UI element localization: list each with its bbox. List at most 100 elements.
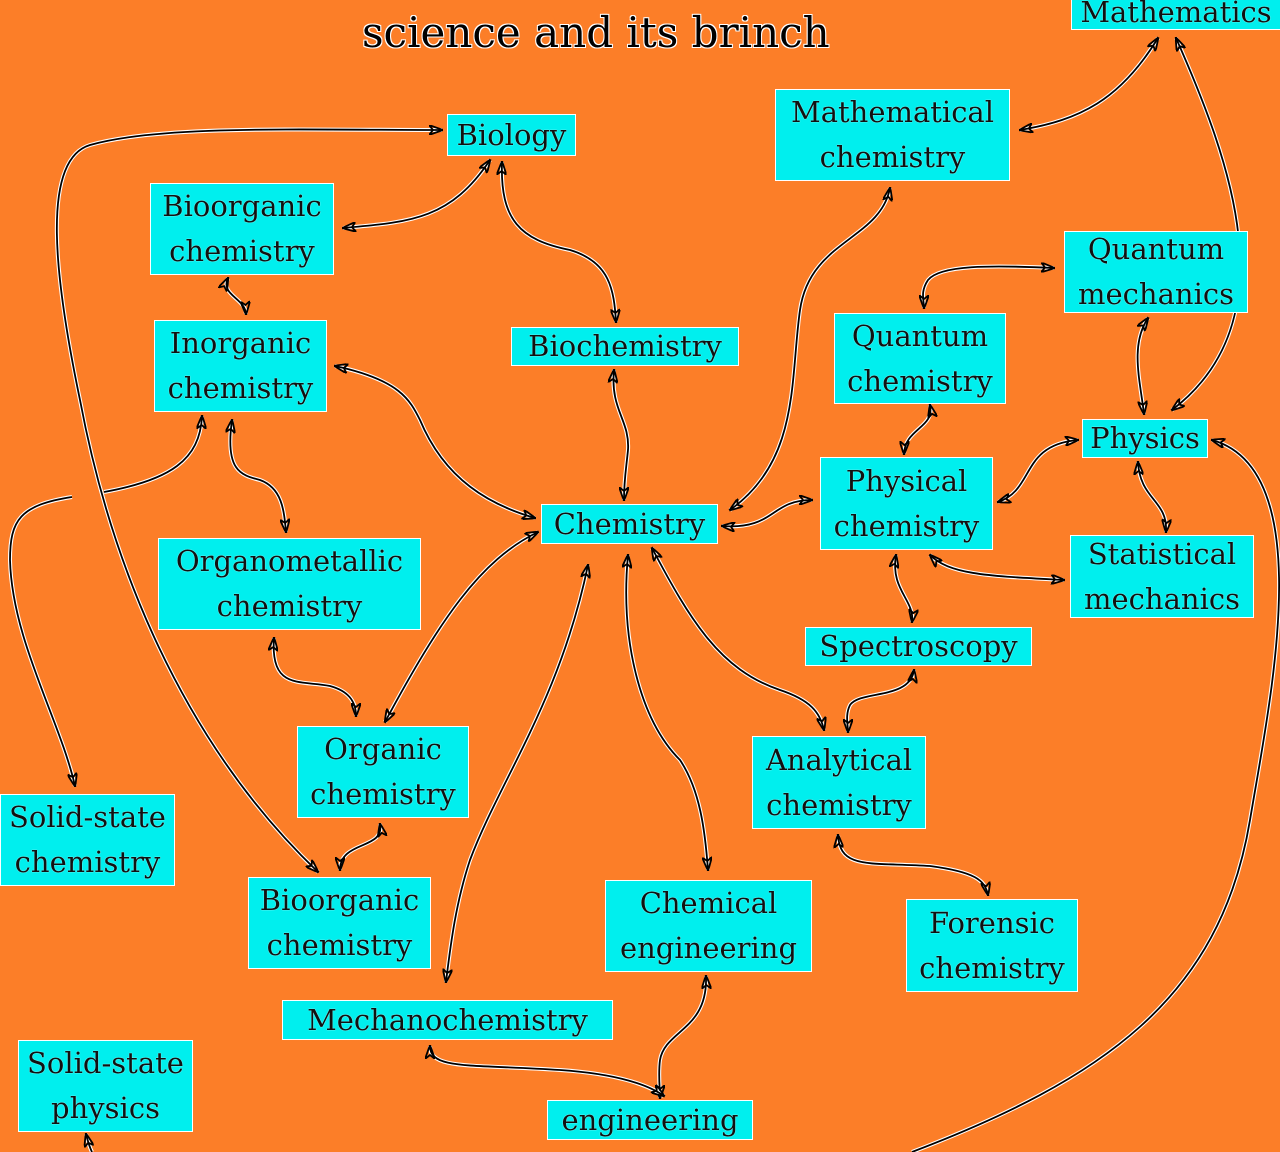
edge-biochemistry-chemistry	[613, 370, 628, 500]
node-label: chemistry	[766, 787, 912, 822]
node-label: engineering	[561, 1102, 739, 1137]
node-chemistry: Chemistry	[541, 504, 718, 544]
node-label: chemistry	[167, 371, 314, 405]
edge-qchem-physchem	[904, 405, 931, 454]
edge-physchem-chemistry	[722, 500, 812, 526]
edge-spectroscopy-analytical	[847, 670, 914, 732]
edge-inorganic-solidstate-b	[7, 495, 77, 787]
node-engineering: engineering	[547, 1100, 753, 1140]
node-forensic-chemistry: Forensic chemistry	[906, 899, 1078, 992]
edge-qm-physics	[1138, 318, 1148, 414]
node-label: Quantum	[1087, 232, 1225, 266]
node-label: Mathematics	[1080, 0, 1272, 29]
edge-physics-statmech	[1138, 462, 1166, 532]
edge-biology-bioorganic-top	[343, 160, 490, 228]
edge-physchem-physics	[998, 440, 1078, 502]
node-label: chemistry	[14, 845, 161, 879]
edge-physchem-spectroscopy	[895, 555, 912, 622]
node-label: Analytical	[765, 742, 913, 777]
edge-inorganic-organometallic	[230, 420, 286, 532]
edge-chemistry-analytical	[652, 548, 824, 730]
node-organic-chemistry: Organic chemistry	[297, 726, 469, 818]
node-bioorganic-chemistry-top: Bioorganic chemistry	[150, 183, 334, 275]
diagram-title: science and its brinch	[362, 8, 830, 57]
edge-organometallic-organic	[274, 638, 356, 716]
node-label: Solid-state	[9, 800, 166, 834]
node-label: chemistry	[919, 950, 1065, 985]
node-label: Organometallic	[175, 544, 404, 578]
node-label: Biochemistry	[528, 329, 722, 363]
node-label: Inorganic	[169, 326, 312, 360]
edge-mechanochem-engineering	[428, 1045, 666, 1098]
node-bioorganic-chemistry-bottom: Bioorganic chemistry	[248, 877, 431, 969]
node-label: engineering	[619, 931, 798, 965]
node-label: mechanics	[1084, 581, 1240, 616]
node-statistical-mechanics: Statistical mechanics	[1070, 535, 1254, 618]
node-organometallic-chemistry: Organometallic chemistry	[158, 538, 421, 630]
node-label: Organic	[324, 732, 442, 766]
edge-inorganic-solidstate-b	[9, 496, 75, 786]
node-physical-chemistry: Physical chemistry	[820, 457, 993, 550]
node-biochemistry: Biochemistry	[511, 327, 739, 366]
node-label: Chemical	[639, 886, 778, 920]
node-label: chemistry	[169, 234, 315, 268]
node-label: Bioorganic	[162, 189, 322, 223]
edge-physchem-statmech	[930, 555, 1064, 580]
node-label: Spectroscopy	[819, 629, 1018, 663]
node-label: Statistical	[1087, 536, 1237, 571]
edge-bioorganic-inorganic	[224, 277, 248, 315]
edge-physchem-spectroscopy	[893, 554, 915, 623]
node-label: Mathematical	[791, 95, 994, 129]
node-label: chemistry	[819, 140, 966, 174]
edge-analytical-forensic	[838, 835, 988, 895]
node-solid-state-physics: Solid-state physics	[18, 1040, 193, 1132]
edge-inorganic-solidstate-a	[103, 416, 202, 493]
edge-chemeng-engineering	[659, 976, 706, 1098]
edge-inorganic-solidstate-a	[103, 415, 204, 494]
node-analytical-chemistry: Analytical chemistry	[752, 736, 926, 829]
node-label: chemistry	[833, 508, 980, 543]
node-label: Mechanochemistry	[307, 1002, 588, 1037]
edge-biology-biochemistry	[502, 162, 616, 322]
node-inorganic-chemistry: Inorganic chemistry	[154, 320, 327, 412]
edge-biology-bioorganic-bottom	[55, 129, 442, 872]
edge-mechanochem-engineering	[430, 1046, 664, 1096]
node-label: mechanics	[1078, 277, 1234, 311]
edge-inorganic-chemistry	[334, 364, 536, 520]
edge-biology-biochemistry	[499, 161, 618, 323]
node-physics: Physics	[1082, 419, 1208, 458]
edge-mathematics-physics	[1172, 38, 1241, 410]
node-label: Biology	[456, 117, 567, 152]
node-label: chemistry	[266, 928, 413, 962]
node-label: Physics	[1090, 421, 1200, 455]
edge-chemistry-mechanochem	[446, 565, 588, 982]
node-spectroscopy: Spectroscopy	[805, 627, 1032, 666]
edge-inorganic-chemistry	[335, 366, 535, 518]
node-mathematical-chemistry: Mathematical chemistry	[775, 89, 1010, 181]
edge-physchem-physics	[997, 438, 1079, 504]
edge-solidstate-physics-stub	[86, 1134, 92, 1152]
edge-mathematics-mathchem	[1019, 36, 1160, 132]
edge-mathchem-chemistry	[730, 188, 890, 510]
node-quantum-chemistry: Quantum chemistry	[834, 313, 1006, 404]
node-label: Bioorganic	[259, 883, 420, 917]
node-label: chemistry	[310, 777, 456, 811]
node-solid-state-chemistry: Solid-state chemistry	[0, 794, 175, 886]
node-mathematics: Mathematics	[1071, 0, 1280, 30]
edge-spectroscopy-analytical	[845, 669, 916, 733]
edge-bioorganic-inorganic	[226, 278, 246, 314]
node-label: chemistry	[216, 589, 363, 623]
edge-chemistry-chemeng	[626, 555, 708, 870]
edge-mathematics-physics	[1170, 37, 1243, 412]
edge-organic-bioorganic	[340, 824, 380, 870]
node-mechanochemistry: Mechanochemistry	[282, 1000, 613, 1040]
edge-qm-qchem	[923, 266, 1054, 308]
node-label: Chemistry	[553, 506, 706, 541]
node-label: chemistry	[847, 363, 993, 398]
node-quantum-mechanics: Quantum mechanics	[1064, 231, 1248, 313]
edge-biochemistry-chemistry	[611, 369, 631, 501]
edge-chemeng-engineering	[657, 975, 709, 1099]
node-label: Solid-state	[27, 1046, 184, 1080]
node-chemical-engineering: Chemical engineering	[605, 880, 812, 972]
